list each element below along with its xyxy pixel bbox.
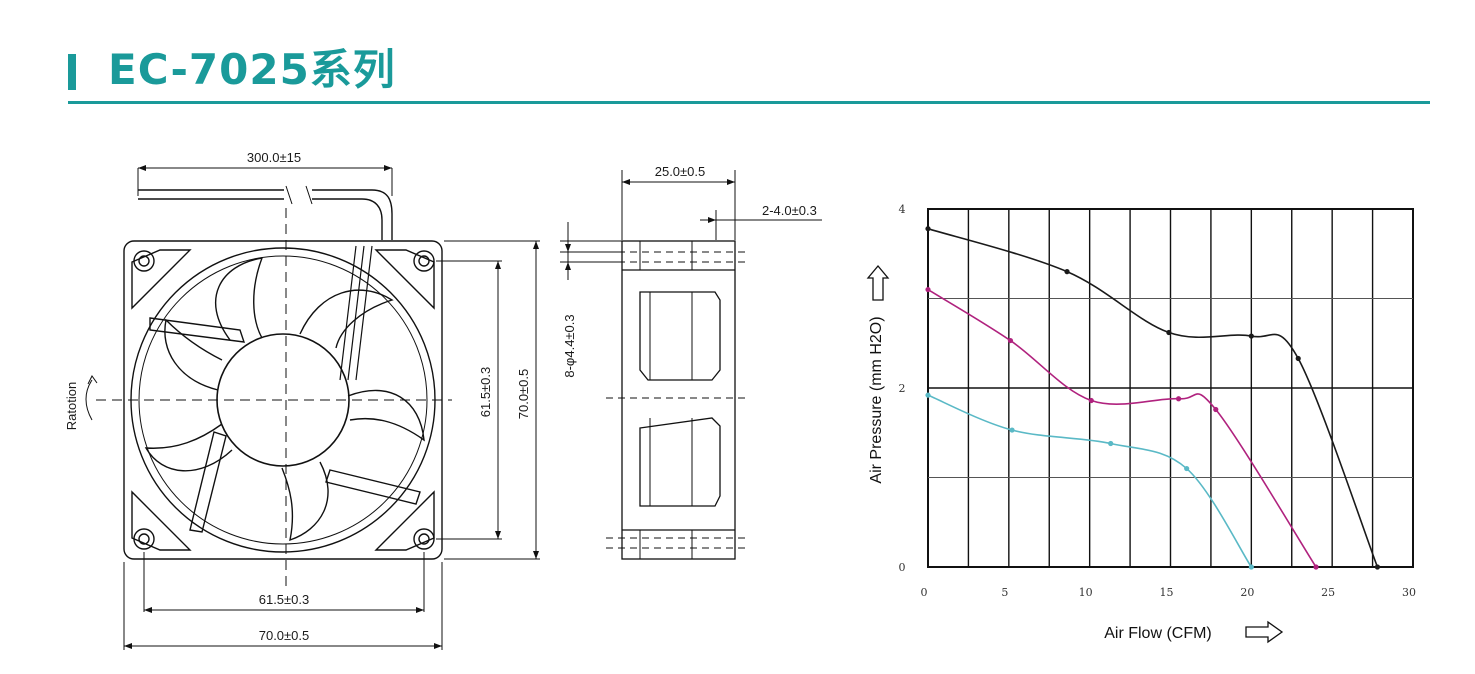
front-centerlines — [96, 208, 452, 592]
x-tick-label: 15 — [1160, 586, 1174, 599]
page-title: EC-7025系列 — [108, 45, 396, 94]
width-label: 70.0±0.5 — [259, 628, 310, 643]
hole-pitch-v-label: 61.5±0.3 — [478, 367, 493, 418]
series-3-point — [1009, 427, 1015, 433]
series-2-point — [1313, 564, 1319, 570]
page-header: EC-7025系列 — [68, 40, 1430, 104]
height-label: 70.0±0.5 — [516, 369, 531, 420]
title-accent-bar — [68, 54, 76, 90]
y-axis-arrow-icon — [866, 264, 890, 301]
front-dimensions — [85, 167, 540, 650]
x-axis-title: Air Flow (CFM) — [1104, 625, 1212, 642]
mount-hole-bl-inner — [138, 533, 150, 545]
mount-hole-br — [413, 528, 435, 550]
fan-blade-5 — [144, 423, 233, 472]
series-line-1 — [927, 227, 1379, 568]
x-tick-label: 0 — [921, 586, 928, 599]
series-2-point — [1088, 397, 1094, 404]
x-tick-label: 20 — [1240, 586, 1254, 599]
lead-wire-top-1 — [138, 189, 393, 240]
fan-blade-2 — [299, 289, 394, 349]
mount-holes-label: 2-4.0±0.3 — [762, 203, 817, 218]
rotation-label: Ratotion — [64, 382, 79, 430]
series-1-point — [1248, 333, 1254, 339]
axis-direction-arrows — [866, 264, 1284, 644]
side-hidden-lines — [606, 251, 748, 549]
side-outline — [621, 240, 736, 560]
mount-hole-bl — [133, 528, 155, 550]
side-view — [621, 240, 736, 560]
side-dimensions — [560, 170, 822, 280]
x-tick-label: 25 — [1321, 586, 1335, 599]
front-view — [123, 185, 443, 560]
fan-strut-3 — [189, 431, 227, 533]
rotation-arrow — [85, 379, 93, 421]
corner-web-br — [374, 490, 435, 551]
fan-strut-1 — [149, 317, 246, 343]
title-underline — [68, 101, 1430, 104]
holes-label: 8-φ4.4±0.3 — [562, 314, 577, 377]
series-2-point — [1175, 396, 1182, 402]
mount-hole-tl — [133, 250, 155, 272]
x-tick-label: 10 — [1079, 586, 1093, 599]
y-tick-label: 2 — [899, 382, 906, 395]
side-rib-top-inner — [649, 292, 693, 380]
corner-web-tl — [131, 249, 192, 310]
lead-wire-top-2 — [138, 198, 383, 240]
mount-hole-tr-inner — [418, 255, 430, 267]
side-rib-bottom-inner — [649, 418, 693, 506]
fan-strut-2 — [325, 469, 421, 505]
series-2-point — [1007, 337, 1014, 344]
side-flange-lines — [622, 269, 735, 531]
series-3-point — [1184, 465, 1190, 472]
series-1-point — [1295, 355, 1301, 362]
y-axis-title: Air Pressure (mm H2O) — [868, 316, 885, 483]
side-dim-arrows — [565, 179, 735, 270]
y-tick-label: 0 — [899, 561, 906, 574]
series-line-2 — [927, 288, 1317, 568]
x-axis-arrow-icon — [1245, 620, 1284, 644]
mount-hole-tr — [413, 250, 435, 272]
fan-opening-inner — [138, 255, 428, 545]
side-flange-ticks — [639, 241, 693, 559]
mount-hole-tl-inner — [138, 255, 150, 267]
fan-frame — [123, 240, 443, 560]
series-3-point — [1248, 564, 1254, 570]
lead-wires-front — [339, 245, 373, 381]
lead-length-label: 300.0±15 — [247, 150, 301, 165]
series-1-point — [1166, 329, 1172, 336]
series-2-point — [925, 286, 931, 293]
hole-pitch-h-label: 61.5±0.3 — [259, 592, 310, 607]
y-tick-label: 4 — [899, 203, 906, 216]
side-rib-bottom — [639, 417, 721, 507]
fan-blade-3 — [347, 389, 425, 442]
x-tick-label: 5 — [1001, 586, 1008, 599]
front-dim-arrows — [124, 165, 539, 649]
series-3-point — [925, 392, 931, 398]
series-1-point — [925, 226, 931, 232]
corner-web-tr — [374, 249, 435, 310]
fan-blade-1 — [214, 257, 264, 341]
x-tick-label: 30 — [1402, 586, 1416, 599]
side-rib-top — [639, 291, 721, 381]
corner-web-bl — [131, 490, 192, 551]
series-1-point — [1374, 564, 1381, 570]
series-3-point — [1108, 440, 1114, 447]
pq-chart: 0 5 10 15 20 25 30 0 2 4 — [899, 203, 1417, 599]
mount-hole-br-inner — [418, 533, 430, 545]
rotation-arrowhead — [87, 375, 98, 385]
series-1-point — [1064, 269, 1070, 275]
side-thickness-label: 25.0±0.5 — [655, 164, 706, 179]
fan-blade-4 — [281, 461, 329, 542]
wire-break-marks — [285, 185, 313, 205]
fan-blade-6 — [164, 318, 223, 391]
series-2-point — [1213, 406, 1219, 413]
